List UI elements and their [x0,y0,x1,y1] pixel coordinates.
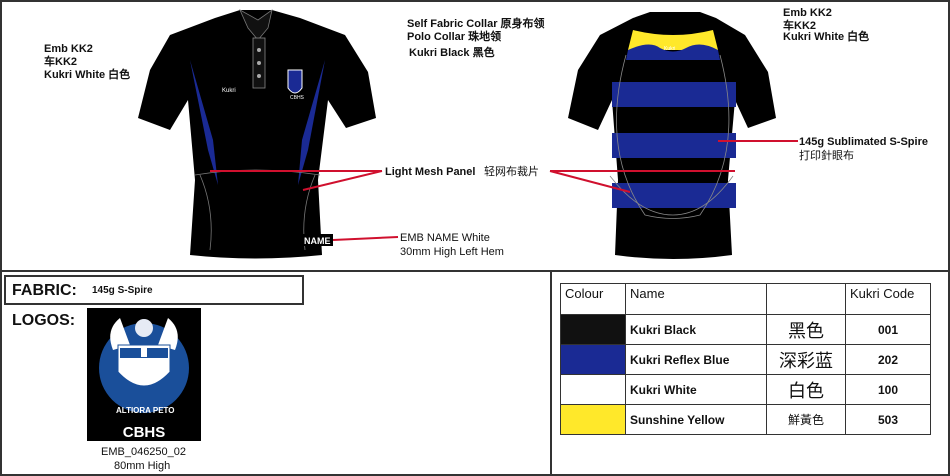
logo-motto: ALTIORA PETO [116,406,175,415]
colour-name-cn: 黑色 [766,314,846,345]
back-shirt: Kukri [568,12,776,259]
colour-swatch [560,314,626,345]
fabric-box [4,275,304,305]
mesh-label: Light Mesh Panel [385,166,476,178]
colour-swatch [560,404,626,435]
colour-name-cn: 白色 [766,374,846,405]
colour-code: 100 [845,374,931,405]
colour-panel [550,270,950,476]
mesh-label-cn: 轻网布裁片 [484,166,539,178]
collar-note-line1: Self Fabric Collar 原身布领 [407,18,545,30]
back-emb-line3: Kukri White 白色 [783,31,870,43]
colour-name: Kukri Reflex Blue [625,344,767,375]
logo-name: CBHS [123,424,166,441]
back-emb-line1: Emb KK2 [783,7,832,19]
logo-size: 80mm High [114,460,171,472]
svg-text:Kukri: Kukri [664,46,675,52]
back-fabric-line1: 145g Sublimated S-Spire [799,136,928,148]
fabric-value: 145g S-Spire [92,285,153,296]
logos-label: LOGOS: [12,312,76,329]
logo-code: EMB_046250_02 [101,446,187,458]
back-emb-line2: 车KK2 [783,20,817,32]
header-cn [766,283,846,315]
table-row: Kukri White 白色 100 [560,374,931,405]
table-row: Kukri Reflex Blue 深彩蓝 202 [560,344,931,375]
colour-swatch [560,344,626,375]
svg-text:CBHS: CBHS [290,95,305,101]
colour-name-cn: 鮮黃色 [766,404,846,435]
crest-logo: ALTIORA PETO CBHS [87,308,201,441]
colour-name: Kukri Black [625,314,767,345]
table-row: Sunshine Yellow 鮮黃色 503 [560,404,931,435]
header-colour: Colour [560,283,626,315]
colour-code: 503 [845,404,931,435]
front-brand-mark: Kukri [222,88,236,94]
header-code: Kukri Code [845,283,931,315]
colour-table: Colour Name Kukri Code Kukri Black 黑色 00… [560,283,931,435]
colour-swatch [560,374,626,405]
colour-name: Kukri White [625,374,767,405]
table-row: Kukri Black 黑色 001 [560,314,931,345]
collar-note-line3: Kukri Black 黑色 [409,47,495,59]
front-emb-line1: Emb KK2 [44,43,93,55]
name-badge: NAME [304,236,331,246]
header-name: Name [625,283,767,315]
back-fabric-line2: 打印針眼布 [799,150,854,162]
collar-note-line2: Polo Collar 珠地领 [407,31,502,43]
callout-lines [210,140,798,241]
fabric-label: FABRIC: [12,282,77,299]
colour-table-header: Colour Name Kukri Code [560,283,931,315]
front-shirt: Kukri CBHS [138,9,376,259]
emb-name-line2: 30mm High Left Hem [400,246,504,258]
colour-name-cn: 深彩蓝 [766,344,846,375]
colour-code: 202 [845,344,931,375]
colour-name: Sunshine Yellow [625,404,767,435]
front-emb-line3: Kukri White 白色 [44,69,131,81]
front-emb-line2: 车KK2 [44,56,78,68]
emb-name-line1: EMB NAME White [400,232,490,244]
colour-code: 001 [845,314,931,345]
